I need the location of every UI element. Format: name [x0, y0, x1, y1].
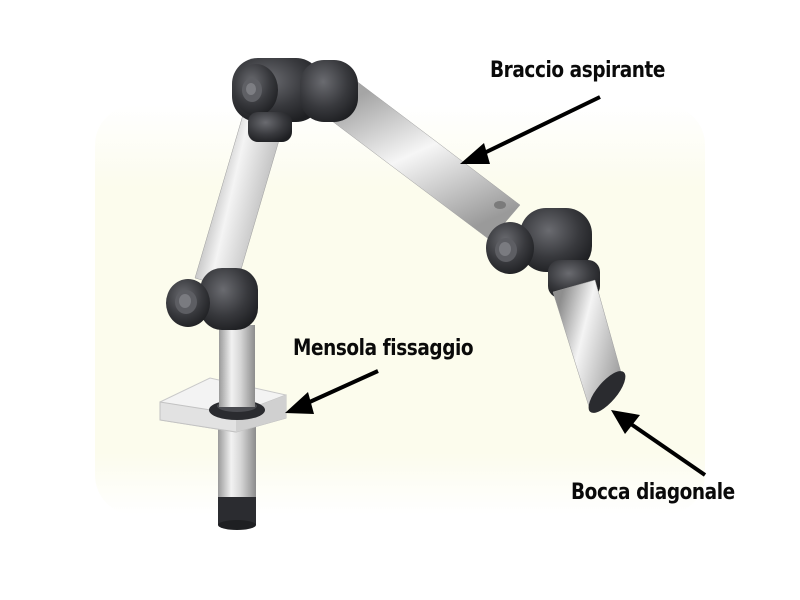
- label-bracket: Mensola fissaggio: [293, 336, 474, 361]
- lower-joint: [166, 268, 258, 330]
- label-arm: Braccio aspirante: [490, 58, 666, 83]
- arrow-pointer: [611, 410, 707, 477]
- arrow-pointer: [285, 369, 379, 414]
- label-nozzle: Bocca diagonale: [571, 480, 735, 505]
- diagonal-nozzle: [552, 279, 626, 413]
- right-joint: [486, 208, 600, 298]
- arrow-pointer: [460, 95, 601, 164]
- vertical-pipe: [219, 325, 255, 407]
- top-joint: [232, 58, 358, 142]
- base-pipe: [218, 425, 256, 530]
